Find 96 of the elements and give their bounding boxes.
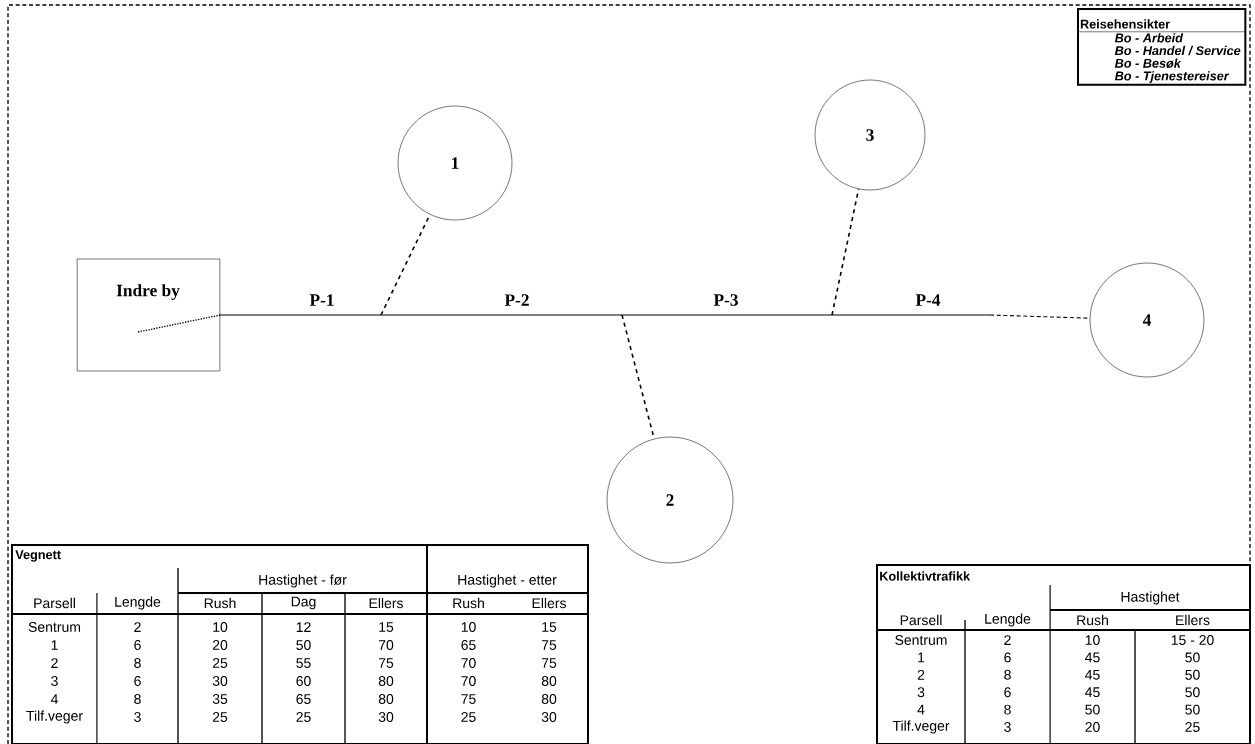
table-cell: 45 — [1085, 669, 1100, 680]
table-cell: 30 — [378, 712, 394, 722]
legend-item: Bo - Tjenestereiser — [1114, 71, 1230, 83]
table-cell: 25 — [296, 712, 311, 722]
table-cell: 75 — [378, 658, 394, 668]
table-cell: 70 — [378, 640, 394, 650]
table-cell: 6 — [134, 640, 141, 650]
table-cell: 50 — [296, 640, 311, 650]
table-cell: 50 — [1085, 704, 1100, 715]
table-cell: 15 - 20 — [1171, 635, 1214, 645]
table-cell: 25 — [461, 712, 476, 722]
segment-label: P-4 — [914, 292, 942, 308]
table-cell: 75 — [541, 658, 557, 668]
table-cell: 50 — [1185, 669, 1200, 680]
table-cell: 50 — [1185, 652, 1200, 663]
table-cell: Parsell — [900, 614, 942, 626]
table-cell: 65 — [461, 640, 476, 650]
table-title: Kollektivtrafikk — [880, 571, 971, 581]
table-cell: 80 — [541, 676, 557, 686]
city-box — [76, 258, 221, 372]
table-cell: 65 — [296, 694, 311, 704]
legend-title: Reisehensikter — [1080, 19, 1170, 29]
table-cell: Hastighet — [1121, 591, 1180, 605]
table-cell: Tilf.veger — [26, 710, 83, 724]
segment-label: P-2 — [503, 292, 531, 308]
table-cell: 2 — [134, 622, 141, 632]
table-cell: 6 — [1004, 687, 1011, 698]
road-line — [219, 314, 1091, 319]
table-cell: 30 — [212, 676, 228, 686]
table-cell: 12 — [296, 622, 311, 632]
segment-label: P-1 — [308, 292, 336, 308]
table-cell: 60 — [296, 676, 311, 686]
table-cell: 10 — [213, 622, 228, 632]
table-cell: 8 — [134, 694, 141, 704]
table-cell: 55 — [296, 658, 311, 668]
table-cell: 70 — [461, 658, 476, 668]
table-cell: 15 — [542, 622, 557, 632]
table-cell: 6 — [134, 676, 141, 686]
table-cell: 20 — [212, 640, 228, 650]
table-cell: Sentrum — [895, 635, 947, 645]
branch-line — [831, 188, 860, 316]
legend-item: Bo - Besøk — [1114, 58, 1182, 68]
legend-box — [1077, 8, 1247, 86]
table-cell: 10 — [461, 622, 476, 632]
table-cell: 3 — [51, 676, 58, 686]
table-cell: 70 — [461, 676, 476, 686]
table-cell: Tilf.veger — [892, 720, 950, 734]
table-cell: 6 — [1004, 652, 1011, 663]
table-cell: 80 — [378, 676, 394, 686]
table-cell: 45 — [1085, 687, 1100, 698]
table-cell: 45 — [1085, 652, 1100, 663]
table-cell: 25 — [1185, 722, 1200, 732]
segment-label: P-3 — [712, 292, 740, 308]
table-cell: 3 — [134, 712, 141, 722]
table-cell: 4 — [917, 704, 925, 715]
table-cell: Dag — [291, 596, 316, 610]
table-cell: 2 — [917, 669, 925, 680]
table-cell: Sentrum — [28, 622, 80, 632]
table-cell: 1 — [51, 640, 58, 650]
table-cell: 80 — [541, 694, 557, 704]
table-cell: 4 — [50, 694, 58, 704]
table-title: Vegnett — [15, 550, 61, 562]
table-cell: 50 — [1185, 687, 1200, 698]
table-cell: 1 — [918, 652, 925, 663]
table-cell: 35 — [212, 694, 228, 704]
table-cell: 25 — [212, 712, 228, 722]
table-cell: Rush — [204, 597, 236, 609]
node-label: Indre by — [116, 284, 180, 300]
table-cell: Hastighet - før — [259, 574, 347, 588]
table-cell: 30 — [541, 712, 557, 722]
table-cell: Ellers — [532, 597, 566, 609]
table-cell: 2 — [1004, 635, 1011, 645]
table-cell: Rush — [1077, 614, 1108, 626]
table-cell: 10 — [1085, 635, 1100, 645]
legend-item: Bo - Handel / Service — [1114, 45, 1241, 56]
table-cell: 20 — [1085, 722, 1100, 732]
table-cell: Lengde — [985, 613, 1031, 627]
legend-item: Bo - Arbeid — [1114, 33, 1184, 43]
table-cell: 25 — [212, 658, 228, 668]
table-cell: 3 — [917, 687, 925, 698]
table-cell: Ellers — [1176, 614, 1210, 626]
table-cell: Parsell — [34, 597, 75, 609]
table-cell: 3 — [1004, 722, 1011, 732]
table-cell: 15 — [379, 622, 394, 632]
table-cell: 8 — [1004, 704, 1011, 715]
table-cell: 50 — [1185, 704, 1200, 715]
table-cell: Hastighet - etter — [458, 574, 557, 588]
table-cell: 8 — [1004, 669, 1011, 680]
table-cell: Ellers — [369, 597, 403, 609]
table-cell: Rush — [453, 597, 484, 609]
table-cell: 2 — [51, 658, 58, 668]
table-cell: 75 — [541, 640, 557, 650]
table-cell: 80 — [378, 694, 394, 704]
table-cell: 8 — [134, 658, 141, 668]
table-cell: Lengde — [115, 596, 161, 610]
table-cell: 75 — [461, 694, 476, 704]
